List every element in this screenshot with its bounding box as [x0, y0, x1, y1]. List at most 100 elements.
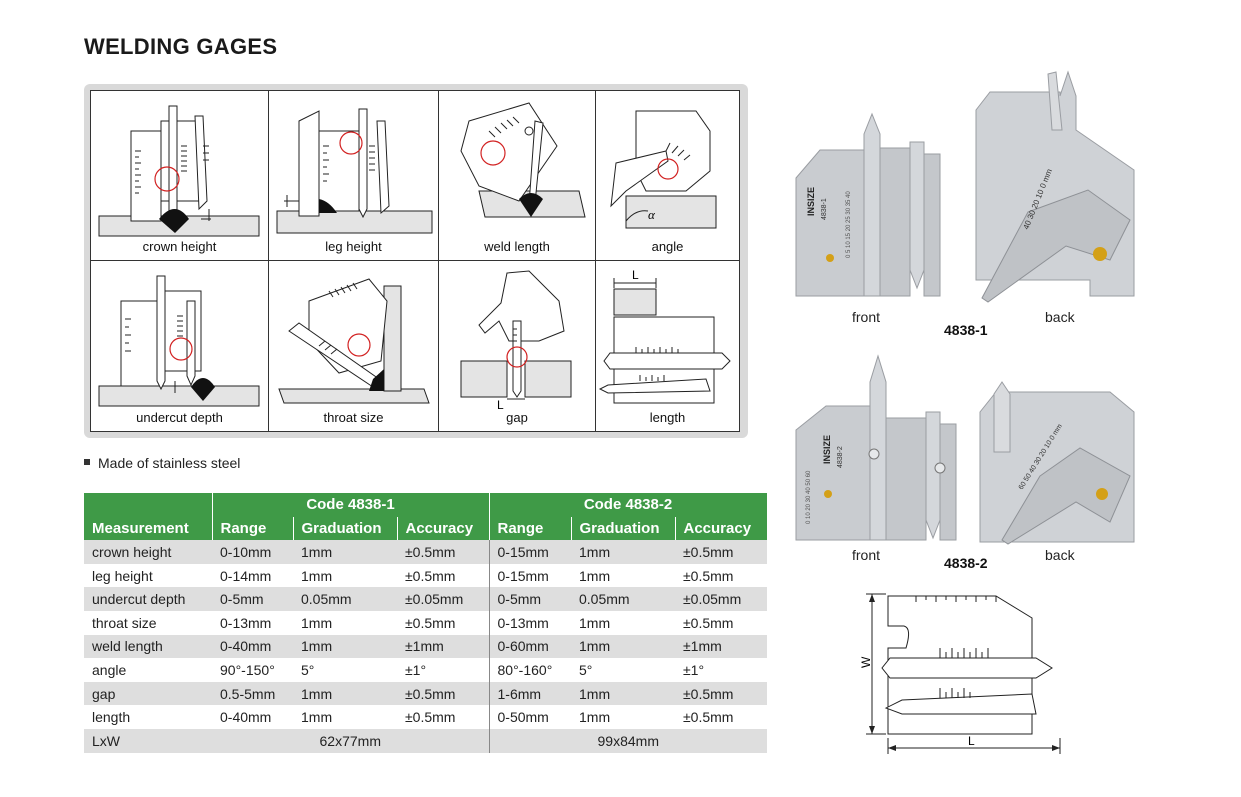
- table-cell: ±1°: [397, 658, 490, 682]
- table-cell: ±0.05mm: [397, 587, 490, 611]
- table-cell: 1mm: [571, 681, 675, 706]
- table-cell: gap: [84, 681, 212, 706]
- feature-bullet: Made of stainless steel: [84, 455, 240, 471]
- table-cell: 0-15mm: [489, 563, 571, 588]
- table-cell: 0-13mm: [489, 610, 571, 635]
- table-cell: ±0.5mm: [397, 563, 490, 588]
- diagram-caption: undercut depth: [136, 410, 223, 425]
- table-cell: crown height: [84, 540, 212, 564]
- diagram-grid: crown height leg height: [90, 90, 740, 432]
- gage-front-scale: 0 5 10 15 20 25 30 35 40: [846, 191, 852, 258]
- table-cell: ±0.5mm: [397, 610, 490, 635]
- dim-l-label: L: [968, 734, 975, 748]
- table-group-header-row: Code 4838-1 Code 4838-2: [84, 493, 768, 517]
- gage-4838-1-illustration: INSIZE 4838-1 0 5 10 15 20 25 30 35 40 4…: [795, 70, 1135, 303]
- table-cell: throat size: [84, 610, 212, 635]
- diagram-caption: angle: [651, 239, 684, 254]
- dimension-drawing: W L: [859, 593, 1061, 754]
- length-diagram-icon: L: [598, 268, 731, 404]
- table-column-header: Range: [489, 516, 572, 541]
- page-title: WELDING GAGES: [84, 34, 278, 59]
- table-cell: 1mm: [293, 610, 397, 635]
- size-label: LxW: [84, 728, 212, 753]
- product-1-front-label: front: [852, 309, 881, 325]
- table-cell: 5°: [571, 658, 675, 682]
- size-value: 62x77mm: [212, 728, 490, 753]
- angle-diagram-icon: α: [610, 110, 717, 229]
- diagram-cell-leg-height: leg height: [269, 91, 439, 261]
- diagram-cell-length: L length: [596, 261, 739, 431]
- table-cell: length: [84, 705, 212, 729]
- diagram-cell-weld-length: weld length: [439, 91, 596, 261]
- diagram-caption: crown height: [142, 239, 217, 254]
- table-cell: ±0.5mm: [675, 540, 767, 564]
- table-cell: ±1mm: [397, 634, 490, 659]
- table-cell: 0-5mm: [212, 587, 293, 611]
- table-column-header: Accuracy: [675, 516, 768, 541]
- gage-code-label: 4838-1: [821, 198, 828, 220]
- diagram-panel: crown height leg height: [84, 84, 748, 438]
- table-column-header: Graduation: [293, 516, 398, 541]
- table-column-header: Range: [212, 516, 294, 541]
- length-l-label: L: [632, 268, 639, 282]
- table-cell: 0-60mm: [489, 634, 571, 659]
- spec-table: Code 4838-1 Code 4838-2 Measurement Rang…: [84, 493, 768, 753]
- table-cell: angle: [84, 658, 212, 682]
- table-cell: ±0.5mm: [397, 705, 490, 729]
- table-cell: 0-14mm: [212, 563, 293, 588]
- throat-size-diagram-icon: [278, 278, 430, 404]
- crown-height-diagram-icon: [98, 105, 260, 237]
- gage-4838-2-illustration: INSIZE 4838-2 0 10 20 30 40 50 60 60 50 …: [795, 354, 1135, 545]
- table-cell: 0-40mm: [212, 705, 293, 729]
- diagram-caption: throat size: [323, 410, 384, 425]
- table-cell: ±0.5mm: [397, 681, 490, 706]
- table-cell: 1mm: [571, 610, 675, 635]
- table-cell: 1mm: [571, 563, 675, 588]
- table-cell: ±0.05mm: [675, 587, 767, 611]
- table-cell: 1mm: [293, 634, 397, 659]
- product-2-front-label: front: [852, 547, 881, 563]
- diagram-cell-angle: α angle: [596, 91, 739, 261]
- table-cell: 90°-150°: [212, 658, 293, 682]
- table-cell: 0-40mm: [212, 634, 293, 659]
- gage-front-scale: 0 10 20 30 40 50 60: [806, 470, 812, 524]
- gage-4838-2-front: INSIZE 4838-2 0 10 20 30 40 50 60: [795, 354, 957, 541]
- diagram-cell-throat-size: throat size: [269, 261, 439, 431]
- table-column-header-row: Measurement Range Graduation Accuracy Ra…: [84, 516, 768, 541]
- table-column-header: Graduation: [571, 516, 676, 541]
- diagram-cell-undercut-depth: undercut depth: [91, 261, 269, 431]
- gage-4838-1-front: INSIZE 4838-1 0 5 10 15 20 25 30 35 40: [795, 112, 941, 297]
- table-cell: 0-10mm: [212, 540, 293, 564]
- gap-diagram-icon: L: [460, 270, 572, 412]
- table-cell: 0-5mm: [489, 587, 571, 611]
- table-cell: 1mm: [571, 634, 675, 659]
- gap-l-label: L: [497, 398, 504, 412]
- table-cell: 1mm: [293, 705, 397, 729]
- gage-brand-label: INSIZE: [806, 187, 816, 216]
- size-value: 99x84mm: [489, 728, 767, 753]
- alpha-label: α: [648, 207, 656, 222]
- table-cell: 0.5-5mm: [212, 681, 293, 706]
- table-group-header-empty: [84, 493, 213, 517]
- product-1-back-label: back: [1045, 309, 1075, 325]
- diagram-caption: leg height: [325, 239, 382, 254]
- gage-4838-2-back: 60 50 40 30 20 10 0 mm: [979, 381, 1135, 545]
- table-cell: 80°-160°: [489, 658, 571, 682]
- table-group-header: Code 4838-2: [489, 493, 768, 517]
- diagram-caption: gap: [506, 410, 528, 425]
- table-cell: 0-15mm: [489, 540, 571, 564]
- product-2-back-label: back: [1045, 547, 1075, 563]
- diagram-caption: weld length: [484, 239, 550, 254]
- table-cell: 0-13mm: [212, 610, 293, 635]
- feature-text: Made of stainless steel: [98, 455, 241, 471]
- table-cell: 1-6mm: [489, 681, 571, 706]
- leg-height-diagram-icon: [276, 108, 433, 234]
- table-cell: 1mm: [293, 681, 397, 706]
